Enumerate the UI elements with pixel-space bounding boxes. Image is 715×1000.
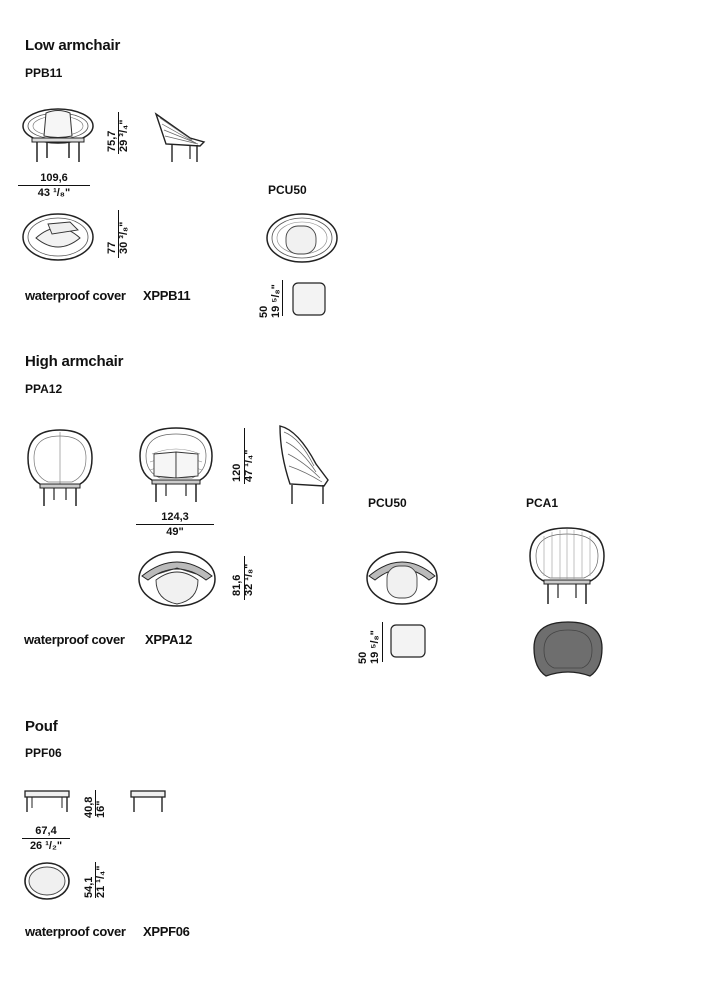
- high-armchair-side-view: [279, 425, 329, 504]
- section-title-low-armchair: Low armchair: [25, 37, 121, 54]
- low-armchair-cover-label: waterproof cover: [25, 288, 126, 303]
- low-armchair-front-view: [22, 108, 94, 162]
- high-armchair-front-view: [139, 427, 213, 502]
- product-code-high-armchair: PPA12: [25, 382, 63, 396]
- pouf-cover-label: waterproof cover: [25, 924, 126, 939]
- high-cushion-chair-view: [366, 551, 438, 605]
- section-title-high-armchair: High armchair: [25, 353, 124, 370]
- low-armchair-side-view: [154, 112, 206, 162]
- pouf-front-view: [24, 790, 70, 812]
- cushion-square-icon: [292, 282, 326, 316]
- high-armchair-back-view: [27, 429, 93, 506]
- high-armchair-cover-code: XPPA12: [145, 632, 193, 647]
- accessory-cover-view: [533, 621, 603, 677]
- high-cushion-code: PCU50: [368, 496, 407, 510]
- accessory-chair-view: [529, 527, 605, 604]
- section-title-pouf: Pouf: [25, 718, 58, 735]
- high-armchair-cover-label: waterproof cover: [24, 632, 125, 647]
- product-code-pouf: PPF06: [25, 746, 62, 760]
- pouf-top-view: [24, 862, 70, 900]
- accessory-code: PCA1: [526, 496, 559, 510]
- high-cushion-square-icon: [390, 624, 426, 658]
- low-armchair-cover-code: XPPB11: [143, 288, 191, 303]
- low-cushion-code: PCU50: [268, 183, 307, 197]
- pouf-side-view: [130, 790, 166, 812]
- low-armchair-top-view: [22, 213, 94, 261]
- pouf-cover-code: XPPF06: [143, 924, 190, 939]
- product-code-low-armchair: PPB11: [25, 66, 63, 80]
- low-cushion-chair-view: [266, 213, 338, 263]
- high-armchair-top-view: [138, 551, 216, 607]
